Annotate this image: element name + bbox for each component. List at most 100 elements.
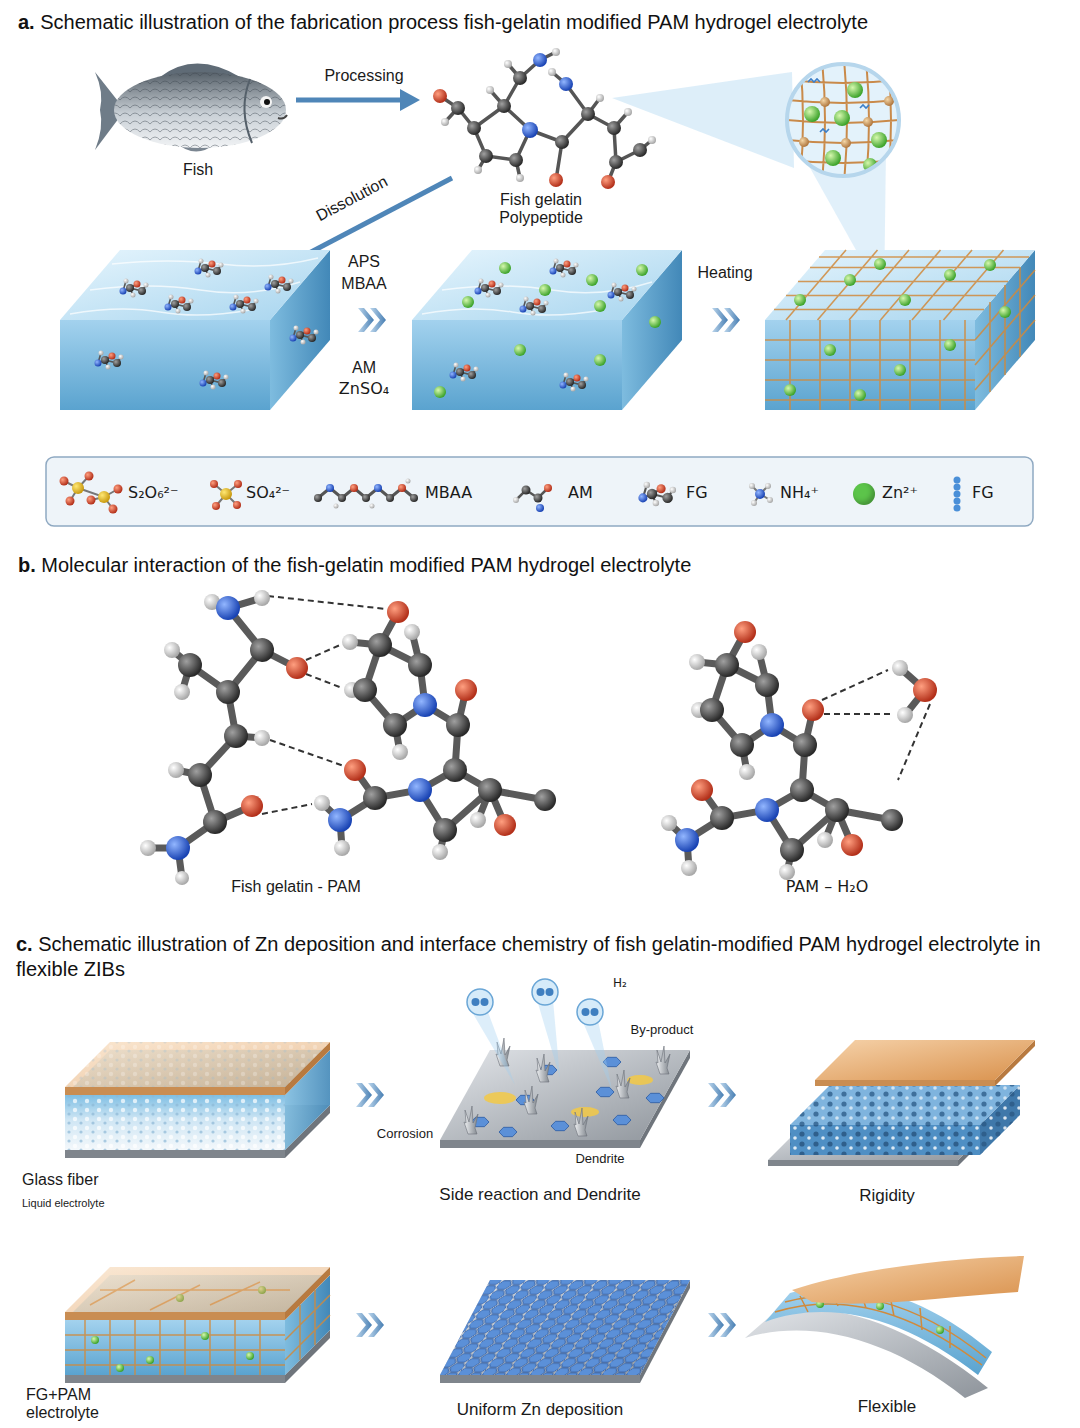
hydrogel-cell <box>65 1320 285 1375</box>
pam-chain-model <box>216 680 240 704</box>
image-caption: Flexible <box>858 1397 917 1417</box>
gelatin-molecule <box>609 155 623 169</box>
rigid-cell <box>768 1160 958 1166</box>
hydrogel-block <box>514 344 526 356</box>
rigid-cell <box>790 1085 1020 1125</box>
hydrogel-block <box>412 250 682 410</box>
legend-icons <box>767 497 773 503</box>
legend-icons <box>362 494 370 502</box>
legend-icons <box>386 494 394 502</box>
gelatin-molecule <box>467 121 481 135</box>
hydrogel-network-block <box>944 339 956 351</box>
process-arrow <box>400 89 420 111</box>
hydrogel-block <box>200 371 229 390</box>
corroded-zn-anode <box>499 1127 517 1136</box>
hydrogel-block <box>195 259 224 278</box>
rigid-cell <box>815 1080 995 1086</box>
gelatin-molecule <box>596 94 604 102</box>
step-chevron <box>712 308 740 332</box>
gelatin-fragment-model <box>314 601 903 880</box>
hydrogel-block <box>120 279 149 298</box>
gelatin-molecule <box>552 48 560 56</box>
legend-label: S₂O₆²⁻ <box>128 484 178 502</box>
pam-chain-model <box>188 763 212 787</box>
network-magnifier <box>808 79 869 132</box>
corroded-zn-anode <box>536 1054 550 1082</box>
legend-icons <box>109 505 118 514</box>
step-chevron <box>358 308 386 332</box>
network-magnifier <box>871 132 887 148</box>
glass-fiber-cell <box>65 1042 330 1087</box>
legend-icons <box>98 491 110 503</box>
hydrogel-network-block <box>999 306 1011 318</box>
uniform-zn-anode <box>440 1280 690 1375</box>
gelatin-molecule <box>601 175 615 189</box>
legend-icons <box>534 494 543 503</box>
gelatin-molecule <box>433 48 656 189</box>
pam-chain-model <box>164 642 180 658</box>
network-magnifier <box>863 117 873 127</box>
image-caption: Rigidity <box>859 1186 915 1206</box>
legend-icons <box>410 494 418 502</box>
image-caption: FG+PAM electrolyte <box>26 1386 118 1421</box>
image-caption: Fish <box>183 161 213 179</box>
fish-illustration <box>278 115 287 119</box>
reagent-label: ZnSO₄ <box>339 380 389 398</box>
network-magnifier <box>847 82 863 98</box>
legend-icons <box>85 472 94 481</box>
fish-illustration <box>244 79 252 143</box>
legend-icons <box>516 488 548 500</box>
network-magnifier <box>786 60 900 182</box>
pam-chain-model <box>254 730 270 746</box>
corroded-zn-anode <box>596 1087 614 1096</box>
hydrogel-block <box>594 300 606 312</box>
corroded-zn-anode <box>627 1075 653 1085</box>
corroded-zn-anode <box>551 1121 569 1130</box>
hydrogel-block <box>462 296 474 308</box>
hydrogel-network-block <box>854 389 866 401</box>
hydrogel-network-block <box>794 294 806 306</box>
legend-icons <box>212 502 220 510</box>
legend-icons <box>338 494 346 502</box>
legend-icons <box>513 497 519 503</box>
legend-icons <box>954 505 961 512</box>
legend-icons <box>406 479 411 484</box>
corroded-zn-anode <box>613 1115 631 1124</box>
hydrogel-block <box>290 326 319 345</box>
hydrogel-cell <box>65 1312 285 1320</box>
hydrogel-block <box>60 250 330 410</box>
corroded-zn-anode <box>574 1108 588 1136</box>
hydrogel-block <box>60 320 270 410</box>
reagent-label: AM <box>352 359 376 377</box>
corroded-zn-anode <box>464 1106 478 1134</box>
hydrogel-block <box>499 262 511 274</box>
panel-heading: c. Schematic illustration of Zn depositi… <box>16 932 1074 982</box>
network-magnifier <box>834 110 850 126</box>
hydrogel-block <box>412 250 682 320</box>
step-chevron <box>356 1083 384 1107</box>
flexible-cell <box>745 1256 1024 1398</box>
pam-chain-model <box>216 596 240 620</box>
gas-label: H₂ <box>613 977 627 991</box>
pam-chain-model <box>241 795 263 817</box>
hydrogel-block <box>594 354 606 366</box>
hydrogel-block <box>422 282 652 315</box>
legend-icons <box>210 480 218 488</box>
hydrogen-bond-lines <box>262 596 386 814</box>
process-arrow <box>296 89 420 111</box>
legend-icons <box>72 482 84 494</box>
legend-label: SO₄²⁻ <box>246 484 290 502</box>
hydrogel-network-block <box>894 364 906 376</box>
glass-fiber-cell <box>65 1042 330 1158</box>
network-magnifier <box>787 64 899 176</box>
gelatin-molecule <box>522 122 538 138</box>
corroded-zn-anode <box>656 1046 670 1074</box>
hydrogel-block <box>586 274 598 286</box>
hydrogel-network-block <box>824 344 836 356</box>
gelatin-molecule <box>555 135 569 149</box>
legend-icons <box>954 498 961 505</box>
legend-icons <box>233 501 241 509</box>
network-magnifier <box>786 60 900 182</box>
network-magnifier <box>820 97 830 107</box>
uniform-zn-anode <box>440 1280 690 1375</box>
